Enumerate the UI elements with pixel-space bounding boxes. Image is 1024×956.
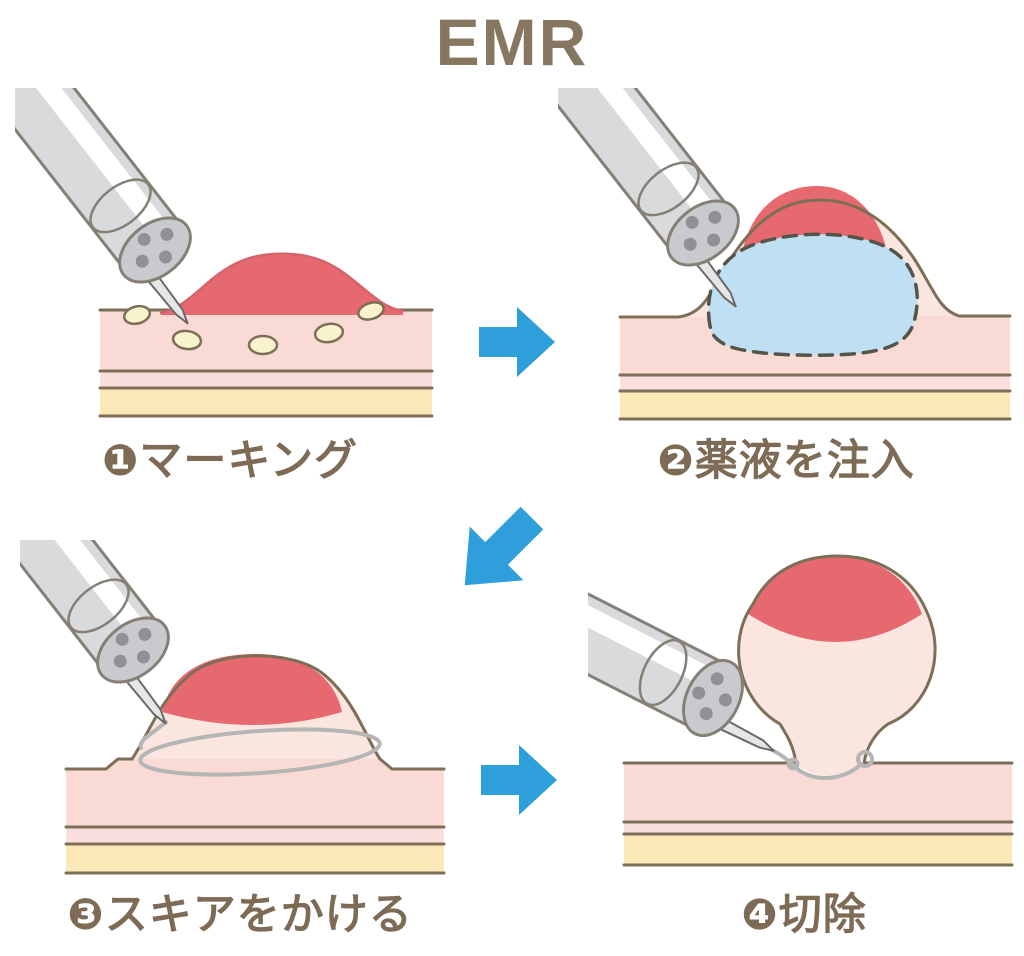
- arrow-down-left-icon: [464, 506, 544, 586]
- step3-snare-illustration: [20, 540, 446, 875]
- step2-label: ❷薬液を注入: [657, 437, 915, 485]
- step1-label: ❶マーキング: [101, 437, 359, 485]
- step3-label: ❸スキアをかける: [67, 891, 413, 939]
- figure-title: EMR: [435, 5, 589, 79]
- step2-injection-illustration: [558, 88, 1012, 421]
- polyp-cap: [748, 556, 922, 642]
- snare-loop-icon: [786, 757, 800, 771]
- marking-dots: [122, 301, 385, 356]
- snare-loop-icon: [856, 750, 874, 768]
- step4-resection-illustration: [588, 552, 1014, 867]
- tissue-cross-section: [98, 308, 434, 418]
- snare-wire: [138, 720, 168, 750]
- step4-label: ❹切除: [741, 891, 867, 939]
- injected-fluid: [706, 232, 919, 357]
- snare-wire: [770, 748, 861, 780]
- polyp-shape: [159, 252, 405, 315]
- snare-loop-icon: [138, 727, 382, 777]
- arrow-right-icon: [479, 307, 555, 377]
- polyp-cap: [162, 654, 342, 725]
- tissue-cross-section: [64, 757, 446, 875]
- polyp-outline: [737, 554, 937, 766]
- step1-marking-illustration: [15, 88, 434, 418]
- tissue-cross-section: [622, 763, 1014, 867]
- arrow-right-icon: [481, 745, 557, 815]
